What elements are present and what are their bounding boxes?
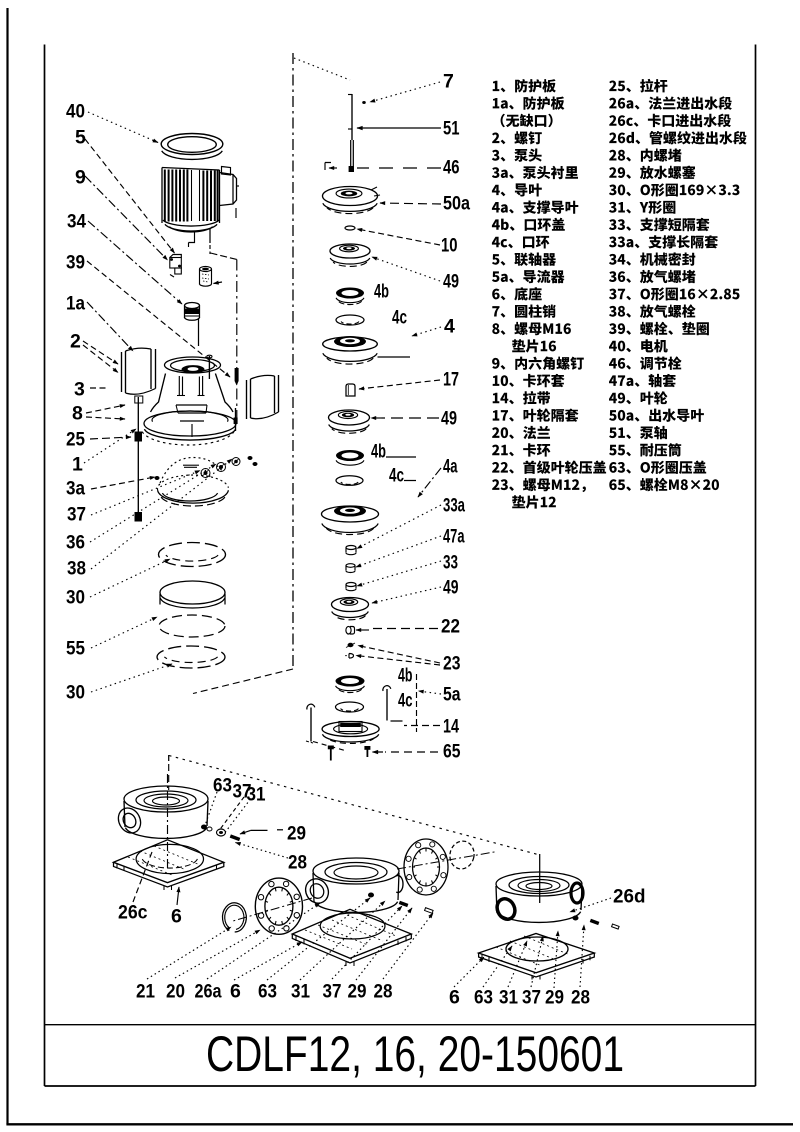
svg-text:37: 37 [323, 981, 342, 1003]
svg-text:4c: 4c [398, 690, 413, 712]
svg-text:4b: 4b [374, 281, 389, 303]
svg-text:4b: 4b [371, 441, 386, 463]
svg-text:3a: 3a [66, 478, 85, 500]
svg-text:50a: 50a [443, 193, 470, 215]
svg-text:65: 65 [443, 741, 461, 763]
svg-text:25: 25 [66, 429, 85, 451]
svg-text:7: 7 [443, 71, 454, 93]
svg-text:4b: 4b [398, 665, 413, 687]
svg-text:5a: 5a [443, 684, 461, 706]
svg-text:34: 34 [67, 211, 86, 233]
svg-text:36: 36 [66, 532, 85, 554]
svg-text:4: 4 [444, 316, 455, 338]
svg-text:23: 23 [443, 653, 461, 675]
svg-text:3: 3 [74, 379, 85, 401]
svg-text:33a: 33a [443, 495, 465, 517]
svg-text:8: 8 [72, 403, 83, 425]
svg-text:28: 28 [288, 852, 307, 874]
svg-text:39: 39 [66, 252, 85, 274]
svg-text:4c: 4c [389, 465, 404, 487]
svg-text:47a: 47a [443, 526, 465, 548]
svg-text:49: 49 [443, 271, 459, 293]
svg-text:29: 29 [545, 987, 564, 1009]
svg-text:20: 20 [166, 981, 185, 1003]
svg-text:CDLF12, 16, 20-150601: CDLF12, 16, 20-150601 [206, 1026, 624, 1082]
svg-text:1: 1 [72, 454, 83, 476]
svg-text:9: 9 [75, 167, 86, 189]
svg-text:4a: 4a [443, 456, 458, 478]
svg-text:51: 51 [443, 118, 460, 140]
svg-text:22: 22 [441, 616, 460, 638]
svg-text:14: 14 [443, 716, 459, 738]
svg-text:31: 31 [247, 784, 266, 806]
svg-text:29: 29 [348, 981, 367, 1003]
svg-text:29: 29 [287, 823, 306, 845]
svg-text:63: 63 [258, 981, 277, 1003]
svg-text:21: 21 [136, 981, 155, 1003]
svg-text:49: 49 [443, 577, 459, 599]
svg-text:55: 55 [66, 638, 85, 660]
svg-text:63: 63 [474, 987, 493, 1009]
svg-text:6: 6 [230, 981, 241, 1003]
svg-text:46: 46 [443, 157, 460, 179]
svg-text:30: 30 [66, 682, 85, 704]
svg-text:28: 28 [571, 987, 590, 1009]
svg-text:31: 31 [499, 987, 518, 1009]
svg-text:33: 33 [443, 552, 458, 574]
svg-text:5: 5 [75, 127, 86, 149]
svg-text:2: 2 [70, 331, 81, 353]
svg-text:26a: 26a [195, 981, 222, 1003]
svg-text:40: 40 [66, 101, 85, 123]
svg-text:30: 30 [66, 587, 85, 609]
svg-text:1a: 1a [66, 293, 85, 315]
svg-text:6: 6 [449, 987, 460, 1009]
svg-text:4c: 4c [392, 307, 407, 329]
svg-text:6: 6 [171, 906, 182, 928]
svg-text:10: 10 [441, 235, 458, 257]
svg-text:26c: 26c [118, 902, 148, 924]
svg-text:26d: 26d [613, 886, 646, 908]
svg-text:31: 31 [291, 981, 310, 1003]
svg-text:49: 49 [441, 408, 457, 430]
svg-text:17: 17 [443, 369, 459, 391]
svg-text:28: 28 [374, 981, 393, 1003]
svg-text:38: 38 [67, 558, 86, 580]
svg-text:37: 37 [67, 504, 86, 526]
svg-text:37: 37 [522, 987, 541, 1009]
svg-text:37: 37 [233, 781, 252, 803]
svg-text:63: 63 [213, 775, 232, 797]
